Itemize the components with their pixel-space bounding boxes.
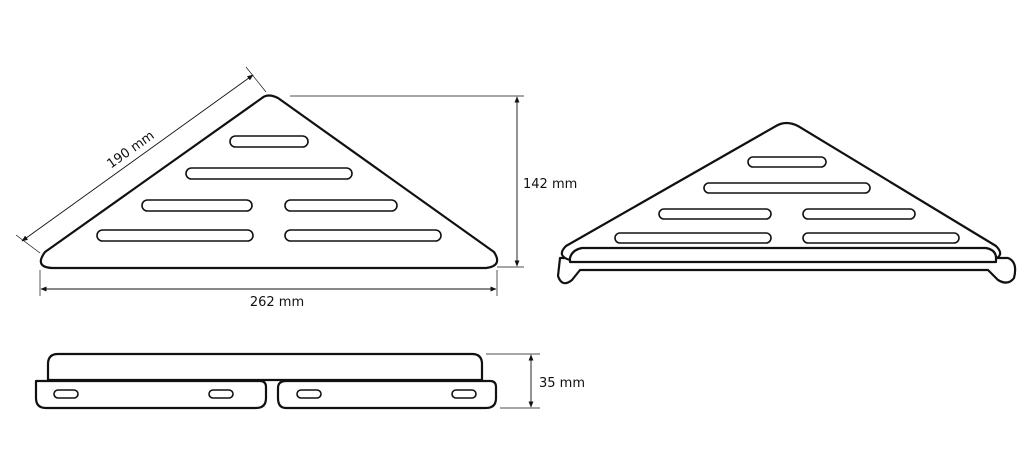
dimension-width: 262 mm [39, 270, 498, 310]
dimension-depth-label: 35 mm [539, 376, 585, 391]
slot [747, 156, 827, 168]
mount-hole [208, 389, 234, 399]
dimension-width-label: 262 mm [250, 295, 304, 310]
front-view: 35 mm [34, 352, 585, 410]
top-view: 190 mm 142 mm 262 mm [15, 66, 577, 310]
slot [802, 232, 960, 244]
perspective-slots [614, 156, 960, 244]
dimension-side-label: 190 mm [105, 128, 158, 172]
slot [229, 135, 309, 148]
bracket-left [34, 379, 268, 410]
perspective-view [556, 121, 1017, 285]
slot [614, 232, 772, 244]
slot [802, 208, 916, 220]
slot [141, 199, 253, 212]
slot [185, 167, 353, 180]
perspective-bottom-rim [556, 256, 1017, 285]
slot [703, 182, 871, 194]
mount-hole [296, 389, 322, 399]
slot [284, 199, 398, 212]
perspective-front-lip [568, 246, 998, 264]
dimension-height: 142 mm [290, 95, 577, 268]
slot [284, 229, 442, 242]
bracket-right [276, 379, 498, 410]
mount-hole [53, 389, 79, 399]
dimension-height-label: 142 mm [523, 177, 577, 192]
mount-hole [451, 389, 477, 399]
shelf-top-outline [39, 94, 499, 270]
dimension-depth: 35 mm [486, 353, 585, 409]
shelf-front-top-plate [46, 352, 484, 382]
slot [658, 208, 772, 220]
slot [96, 229, 254, 242]
